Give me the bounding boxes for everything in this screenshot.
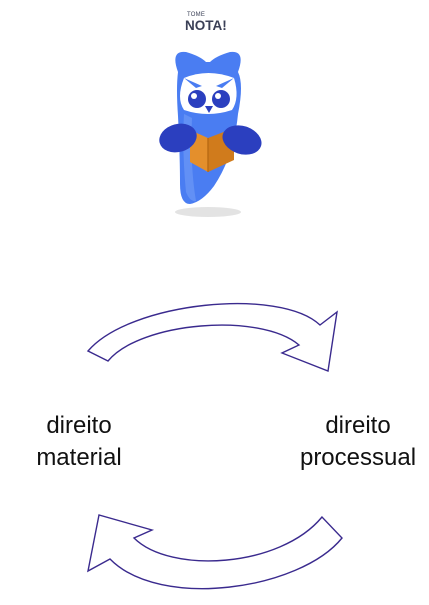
- node-label-line1: direito: [325, 412, 391, 439]
- owl-mascot-icon: [159, 51, 262, 217]
- node-label-line1: direito: [46, 412, 112, 439]
- tome-nota-logo: TOME NOTA!: [150, 6, 280, 222]
- node-label-line2: processual: [299, 444, 417, 471]
- owl-eye-right: [212, 90, 230, 108]
- owl-beak: [205, 106, 213, 113]
- owl-shadow: [175, 207, 241, 217]
- node-direito-processual: direito processual: [292, 410, 424, 474]
- node-direito-material: direito material: [14, 410, 144, 474]
- logo-title: NOTA!: [185, 18, 227, 33]
- logo-small-text: TOME: [187, 12, 206, 18]
- arrow-shape: [86, 302, 338, 372]
- owl-wing-right: [222, 125, 262, 155]
- owl-wing-left: [159, 123, 197, 153]
- owl-eye-left: [188, 90, 206, 108]
- owl-brow-right: [216, 78, 234, 88]
- node-label-line2: material: [36, 444, 122, 471]
- owl-brow-left: [184, 78, 202, 88]
- curved-arrow-bottom-left: [87, 514, 343, 590]
- curved-arrow-top-right: [86, 302, 338, 372]
- arrow-shape: [87, 514, 343, 590]
